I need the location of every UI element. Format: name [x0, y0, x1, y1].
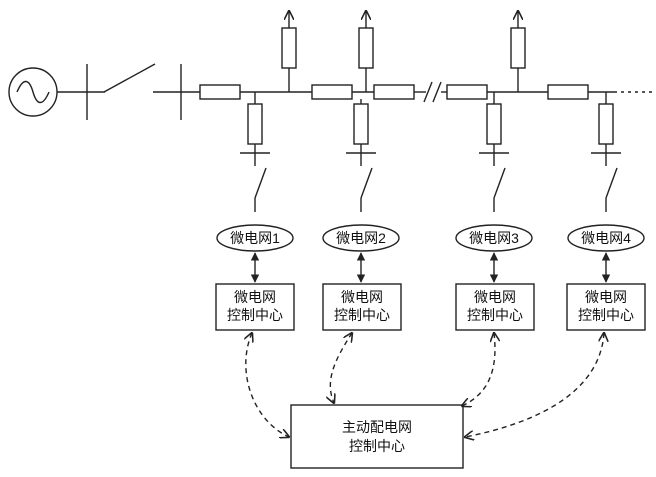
- microgrid-2-label: 微电网2: [336, 230, 386, 246]
- microgrid-3-center-line2: 控制中心: [467, 307, 523, 323]
- branch-4: [591, 92, 621, 212]
- line-impedance-2: [311, 84, 353, 100]
- microgrid-1-label: 微电网1: [230, 230, 280, 246]
- microgrid-3-control-box: [455, 283, 535, 331]
- microgrid-2-control-box: [322, 283, 402, 331]
- branch-2: [346, 99, 376, 212]
- microgrid-1-center-line2: 控制中心: [227, 307, 283, 323]
- load-1: [281, 11, 297, 92]
- microgrid-1-control-box: [215, 283, 295, 331]
- microgrid-1-node: [216, 224, 294, 252]
- microgrid-4-node: [567, 224, 645, 252]
- main-switch: [103, 63, 156, 93]
- microgrid-2-center-line1: 微电网: [341, 289, 383, 305]
- load-3: [510, 11, 526, 92]
- microgrid-2-center-line2: 控制中心: [334, 307, 390, 323]
- microgrid-3-label: 微电网3: [469, 230, 519, 246]
- line-impedance-3: [373, 84, 415, 100]
- microgrid-2-node: [322, 224, 400, 252]
- microgrid-3-center-line1: 微电网: [474, 289, 516, 305]
- microgrid-4-center-line1: 微电网: [585, 289, 627, 305]
- comm-link-3: [462, 333, 495, 406]
- microgrid-1-center-line1: 微电网: [234, 289, 276, 305]
- main-center-line1: 主动配电网: [342, 419, 412, 435]
- comm-link-1: [246, 333, 289, 437]
- line-break-icon: [423, 81, 442, 103]
- comm-link-2: [330, 333, 352, 403]
- line-impedance-5: [547, 84, 589, 100]
- line-impedance-1: [199, 84, 241, 100]
- main-control-center-box: [290, 404, 464, 469]
- microgrid-3-node: [455, 224, 533, 252]
- microgrid-4-center-line2: 控制中心: [578, 307, 634, 323]
- microgrid-4-label: 微电网4: [581, 230, 631, 246]
- ac-source-icon: [8, 67, 58, 117]
- load-2: [358, 11, 374, 92]
- microgrid-4-control-box: [566, 283, 646, 331]
- branch-3: [479, 92, 509, 212]
- line-impedance-4: [446, 84, 488, 100]
- main-center-line2: 控制中心: [349, 438, 405, 454]
- comm-link-4: [465, 333, 604, 437]
- branch-1: [240, 92, 270, 212]
